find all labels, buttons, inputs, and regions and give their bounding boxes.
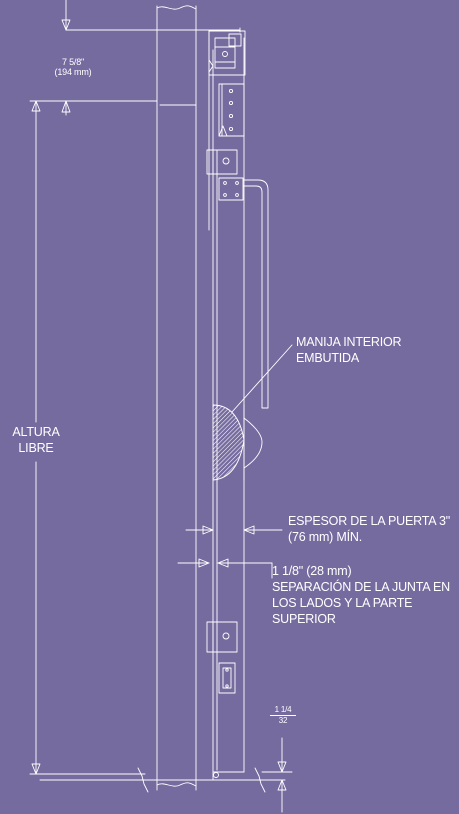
handle-leader xyxy=(231,344,293,413)
hardware-block xyxy=(206,149,238,175)
top-dimension xyxy=(61,0,241,33)
top-dimension-label: 7 5/8" (194 mm) xyxy=(40,57,106,77)
bottom-fraction-label: 1 1/4 32 xyxy=(270,705,296,725)
pull-handle xyxy=(218,177,269,409)
door-thickness-line2: (76 mm) MÍN. xyxy=(288,530,362,544)
frame-column xyxy=(156,5,197,791)
clear-height-dimension xyxy=(29,100,158,775)
door-thickness-dimension xyxy=(185,525,283,535)
door-thickness-label: ESPESOR DE LA PUERTA 3" (76 mm) MÍN. xyxy=(288,513,458,545)
top-bracket xyxy=(208,30,246,76)
gap-dimension-text: 1 1/8" (28 mm) xyxy=(272,564,352,578)
top-dimension-metric: (194 mm) xyxy=(54,67,92,77)
gap-label: 1 1/8" (28 mm) SEPARACIÓN DE LA JUNTA EN… xyxy=(272,563,457,627)
gap-line3: SUPERIOR xyxy=(272,612,336,626)
handle-line2: EMBUTIDA xyxy=(296,351,359,365)
handle-label: MANIJA INTERIOR EMBUTIDA xyxy=(296,334,446,366)
lower-block xyxy=(206,621,238,653)
bottom-fraction-numerator: 1 1/4 xyxy=(270,705,296,716)
recessed-handle xyxy=(212,404,263,481)
bottom-bolt xyxy=(213,772,219,778)
gap-line2: LOS LADOS Y LA PARTE xyxy=(272,596,413,610)
bottom-clearance-dimension xyxy=(261,737,293,813)
gap-line1: SEPARACIÓN DE LA JUNTA EN xyxy=(272,580,450,594)
handle-line1: MANIJA INTERIOR xyxy=(296,335,402,349)
gap-dimension xyxy=(177,558,273,579)
clear-height-line1: ALTURA xyxy=(12,425,60,439)
floor-line xyxy=(39,767,286,793)
top-dimension-imperial: 7 5/8" xyxy=(61,57,84,67)
clear-height-line2: LIBRE xyxy=(18,441,54,455)
hinge-plate xyxy=(218,83,245,137)
door-thickness-line1: ESPESOR DE LA PUERTA 3" xyxy=(288,514,450,528)
lower-plate xyxy=(218,662,236,694)
bottom-fraction-denominator: 32 xyxy=(278,716,288,725)
clear-height-label: ALTURA LIBRE xyxy=(8,424,64,456)
